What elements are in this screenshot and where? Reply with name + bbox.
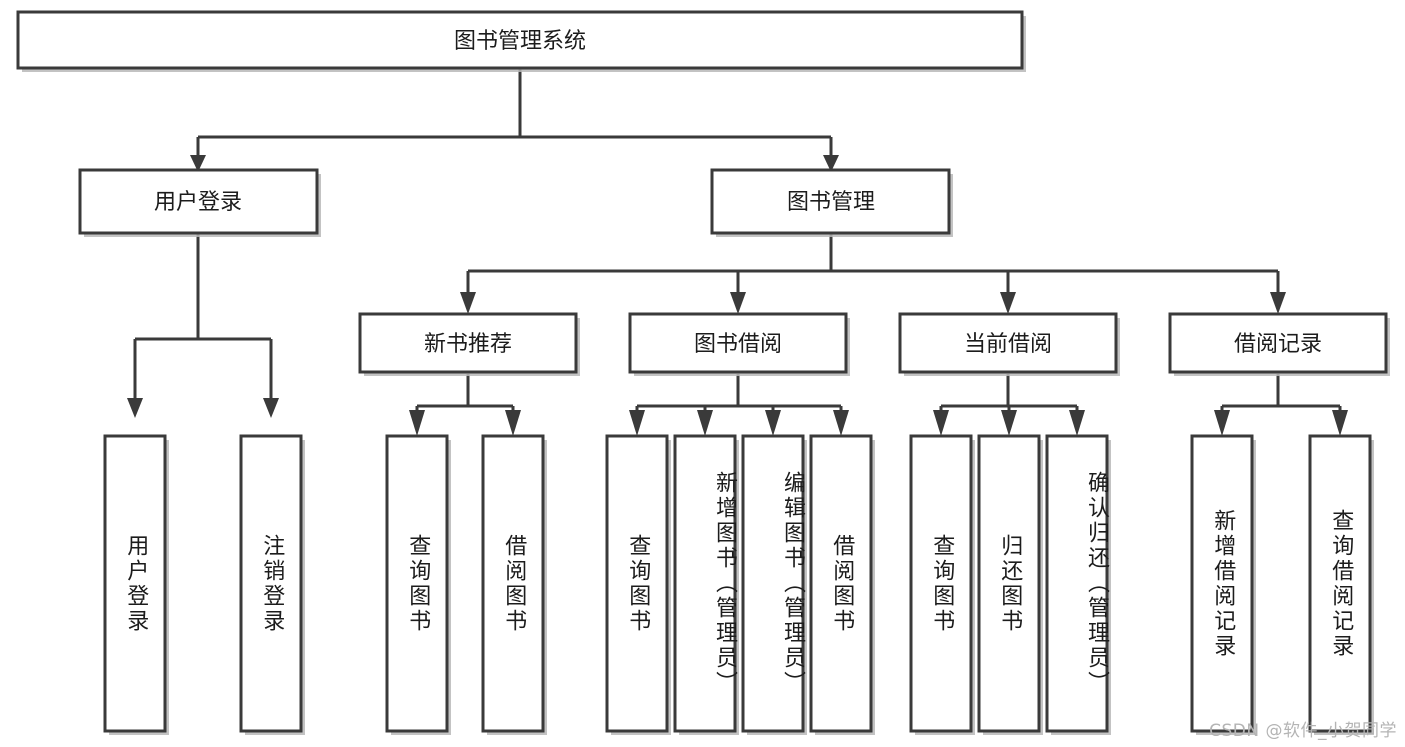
leaf-rect-rec-query[interactable] bbox=[385, 434, 449, 733]
arrow-head-current-return bbox=[1001, 410, 1017, 436]
arrow-head-borrow-lend bbox=[833, 410, 849, 436]
arrow-head-current-borrow bbox=[1000, 292, 1016, 314]
node-current-borrow-rect[interactable] bbox=[898, 312, 1118, 374]
arrow-head-leaf-user-login bbox=[127, 398, 143, 418]
leaf-box-layer bbox=[103, 434, 1374, 735]
arrow-head-book-manage bbox=[823, 155, 839, 172]
node-root-rect[interactable] bbox=[16, 10, 1024, 70]
node-book-borrow-rect[interactable] bbox=[628, 312, 848, 374]
node-borrow-record-rect[interactable] bbox=[1168, 312, 1388, 374]
node-root-label: 图书管理系统 bbox=[454, 29, 586, 54]
leaf-rect-user-login[interactable] bbox=[103, 434, 167, 733]
arrow-head-borrow-edit bbox=[765, 410, 781, 436]
node-new-book-recommend-rect[interactable] bbox=[358, 312, 578, 374]
arrow-head-new-book bbox=[460, 292, 476, 314]
leaf-rect-record-query[interactable] bbox=[1308, 434, 1372, 733]
arrow-head-borrow-query bbox=[629, 410, 645, 436]
arrow-head-borrow-add bbox=[697, 410, 713, 436]
arrow-head-record-add bbox=[1214, 410, 1230, 436]
arrow-head-leaf-logout bbox=[263, 398, 279, 418]
arrow-head-user-login bbox=[190, 155, 206, 172]
leaf-rect-record-add[interactable] bbox=[1190, 434, 1254, 733]
node-book-borrow[interactable]: 图书借阅 bbox=[628, 312, 850, 376]
arrow-head-record-query bbox=[1332, 410, 1348, 436]
node-current-borrow-label: 当前借阅 bbox=[964, 332, 1052, 357]
node-new-book-recommend[interactable]: 新书推荐 bbox=[358, 312, 580, 376]
arrow-head-rec-borrow bbox=[505, 410, 521, 436]
connector-layer bbox=[127, 68, 1348, 436]
arrow-head-borrow-record bbox=[1270, 292, 1286, 314]
node-new-book-recommend-label: 新书推荐 bbox=[424, 332, 512, 357]
leaf-rect-current-confirm[interactable] bbox=[1045, 434, 1109, 733]
node-borrow-record[interactable]: 借阅记录 bbox=[1168, 312, 1390, 376]
node-current-borrow[interactable]: 当前借阅 bbox=[898, 312, 1120, 376]
csdn-watermark: CSDN @软件_小贺同学 bbox=[1209, 721, 1397, 741]
node-user-login-label: 用户登录 bbox=[154, 190, 242, 215]
arrow-head-book-borrow bbox=[730, 292, 746, 314]
node-book-manage-label: 图书管理 bbox=[787, 190, 875, 215]
leaf-rect-logout[interactable] bbox=[239, 434, 303, 733]
arrow-head-current-confirm bbox=[1069, 410, 1085, 436]
leaf-rect-current-return[interactable] bbox=[977, 434, 1041, 733]
node-book-manage-rect[interactable] bbox=[710, 168, 951, 235]
leaf-rect-borrow-add[interactable] bbox=[673, 434, 737, 733]
leaf-rect-rec-borrow[interactable] bbox=[481, 434, 545, 733]
node-root[interactable]: 图书管理系统 bbox=[16, 10, 1026, 72]
node-book-manage[interactable]: 图书管理 bbox=[710, 168, 953, 237]
arrow-head-current-query bbox=[933, 410, 949, 436]
arrow-head-rec-query bbox=[409, 410, 425, 436]
node-user-login-rect[interactable] bbox=[78, 168, 319, 235]
node-user-login[interactable]: 用户登录 bbox=[78, 168, 321, 237]
node-book-borrow-label: 图书借阅 bbox=[694, 332, 782, 357]
leaf-rect-current-query[interactable] bbox=[909, 434, 973, 733]
leaf-rect-borrow-lend[interactable] bbox=[809, 434, 873, 733]
leaf-rect-borrow-query[interactable] bbox=[605, 434, 669, 733]
leaf-rect-borrow-edit[interactable] bbox=[741, 434, 805, 733]
node-borrow-record-label: 借阅记录 bbox=[1234, 332, 1322, 357]
